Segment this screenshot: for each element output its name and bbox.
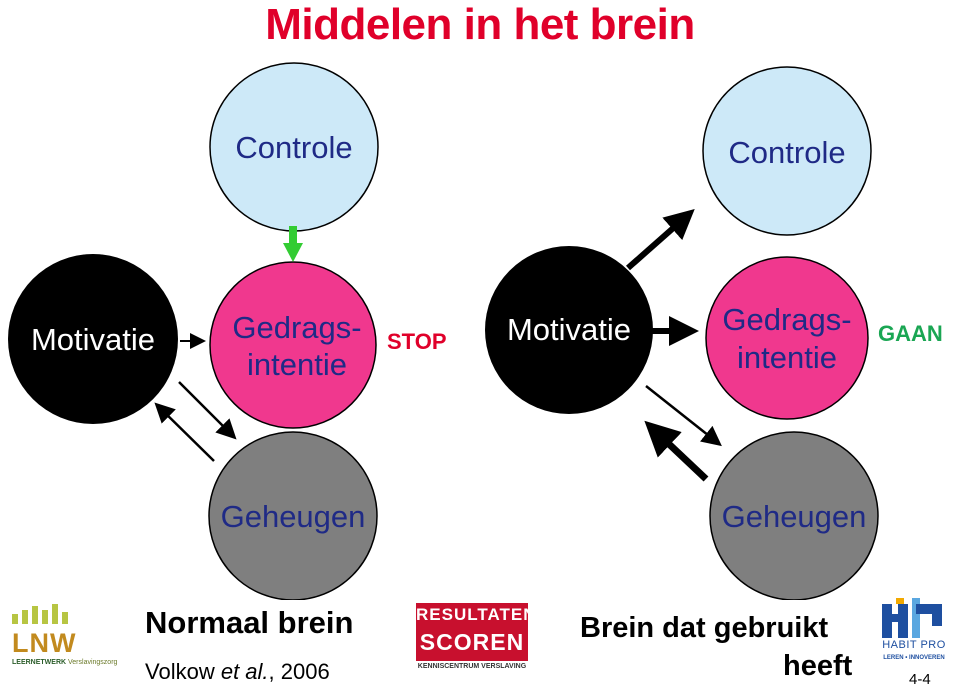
citation: Volkow et al., 2006 (145, 659, 330, 685)
citation-author: Volkow (145, 659, 221, 684)
habit-pro-logo-text: HABIT PRO (882, 639, 946, 651)
stop-label: STOP (387, 329, 447, 354)
left-memory-to-intention-arrow (154, 402, 215, 462)
left-motivation-node (8, 254, 178, 424)
page-number: 4-4 (909, 671, 931, 688)
lnw-logo-subtitle: LEERNETWERK Verslavingszorg (12, 659, 117, 666)
right-caption-line1: Brein dat gebruikt (580, 612, 829, 644)
right-memory-label: Geheugen (722, 499, 867, 534)
left-control-label: Controle (235, 130, 352, 165)
left-memory-label: Geheugen (221, 499, 366, 534)
lnw-logo-text: LNW (12, 628, 77, 658)
right-memory-to-motivation-arrow (644, 420, 709, 482)
lnw-logo-subtitle-rest: Verslavingszorg (66, 659, 118, 666)
right-motivation-to-control-arrow (626, 209, 695, 271)
slide-title: Middelen in het brein (265, 0, 695, 49)
right-control-node (702, 66, 872, 236)
right-caption-line2: heeft (783, 650, 853, 682)
left-intention-label-1: Gedrags- (232, 310, 361, 345)
left-intention-label-2: intentie (247, 347, 347, 382)
habit-pro-logo-subtitle: LEREN • INNOVEREN (883, 655, 945, 661)
resultaten-scoren-logo (416, 603, 528, 661)
brain-diagram: Controle Motivatie Gedrags- intentie Geh… (8, 62, 943, 600)
habit-pro-logo-mark (882, 598, 942, 638)
resultaten-scoren-line2: SCOREN (419, 629, 525, 655)
right-memory-node (709, 431, 879, 600)
right-intention-to-memory-arrow (645, 385, 722, 447)
right-intention-label-2: intentie (737, 340, 837, 375)
right-motivation-node (485, 246, 653, 414)
left-intention-to-memory-arrow (178, 381, 237, 440)
resultaten-scoren-line1: RESULTATEN (416, 605, 537, 624)
right-motivation-label: Motivatie (507, 312, 631, 347)
left-caption: Normaal brein (145, 605, 354, 640)
gaan-label: GAAN (878, 321, 943, 346)
left-intention-node (209, 261, 377, 429)
lnw-logo (10, 598, 115, 670)
resultaten-scoren-subtitle: KENNISCENTRUM VERSLAVING (417, 663, 527, 670)
left-motivation-label: Motivatie (31, 322, 155, 357)
left-memory-node (208, 431, 378, 600)
citation-year: , 2006 (268, 659, 330, 684)
right-intention-node (705, 256, 869, 420)
citation-etal: et al. (220, 659, 269, 684)
left-control-arrow (283, 226, 303, 262)
right-control-label: Controle (728, 135, 845, 170)
lnw-logo-subtitle-strong: LEERNETWERK (12, 659, 67, 666)
right-intention-label-1: Gedrags- (722, 302, 851, 337)
